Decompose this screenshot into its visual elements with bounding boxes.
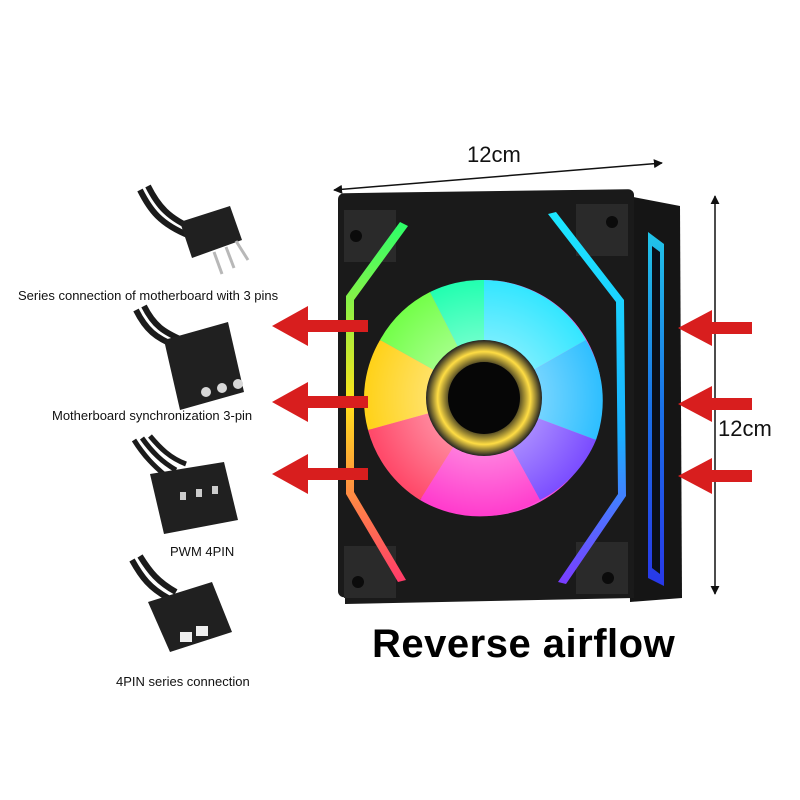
screw-hole-icon	[350, 230, 362, 242]
fan-side-panel	[628, 196, 682, 602]
connector-4pin-series-icon	[129, 554, 232, 652]
fan-rotor	[363, 279, 603, 517]
screw-hole-icon	[602, 572, 614, 584]
width-dimension-line	[333, 159, 663, 194]
screw-hole-icon	[606, 216, 618, 228]
fan-corner-top-right	[576, 204, 628, 256]
connector-label-pwm-4pin: PWM 4PIN	[170, 544, 235, 559]
width-label: 12cm	[467, 142, 521, 167]
connector-label-4pin-series: 4PIN series connection	[116, 674, 250, 689]
airflow-arrows-out	[272, 306, 368, 494]
connector-pwm-4pin-icon	[131, 434, 238, 534]
airflow-arrows-in	[678, 310, 752, 494]
screw-hole-icon	[352, 576, 364, 588]
page-title: Reverse airflow	[372, 622, 676, 666]
connector-label-3pin-series: Series connection of motherboard with 3 …	[18, 288, 279, 303]
height-label: 12cm	[718, 416, 772, 441]
connector-sync-3pin-icon	[133, 304, 244, 410]
connector-3pin-series-icon	[137, 184, 250, 275]
connector-label-sync-3pin: Motherboard synchronization 3-pin	[52, 408, 253, 423]
